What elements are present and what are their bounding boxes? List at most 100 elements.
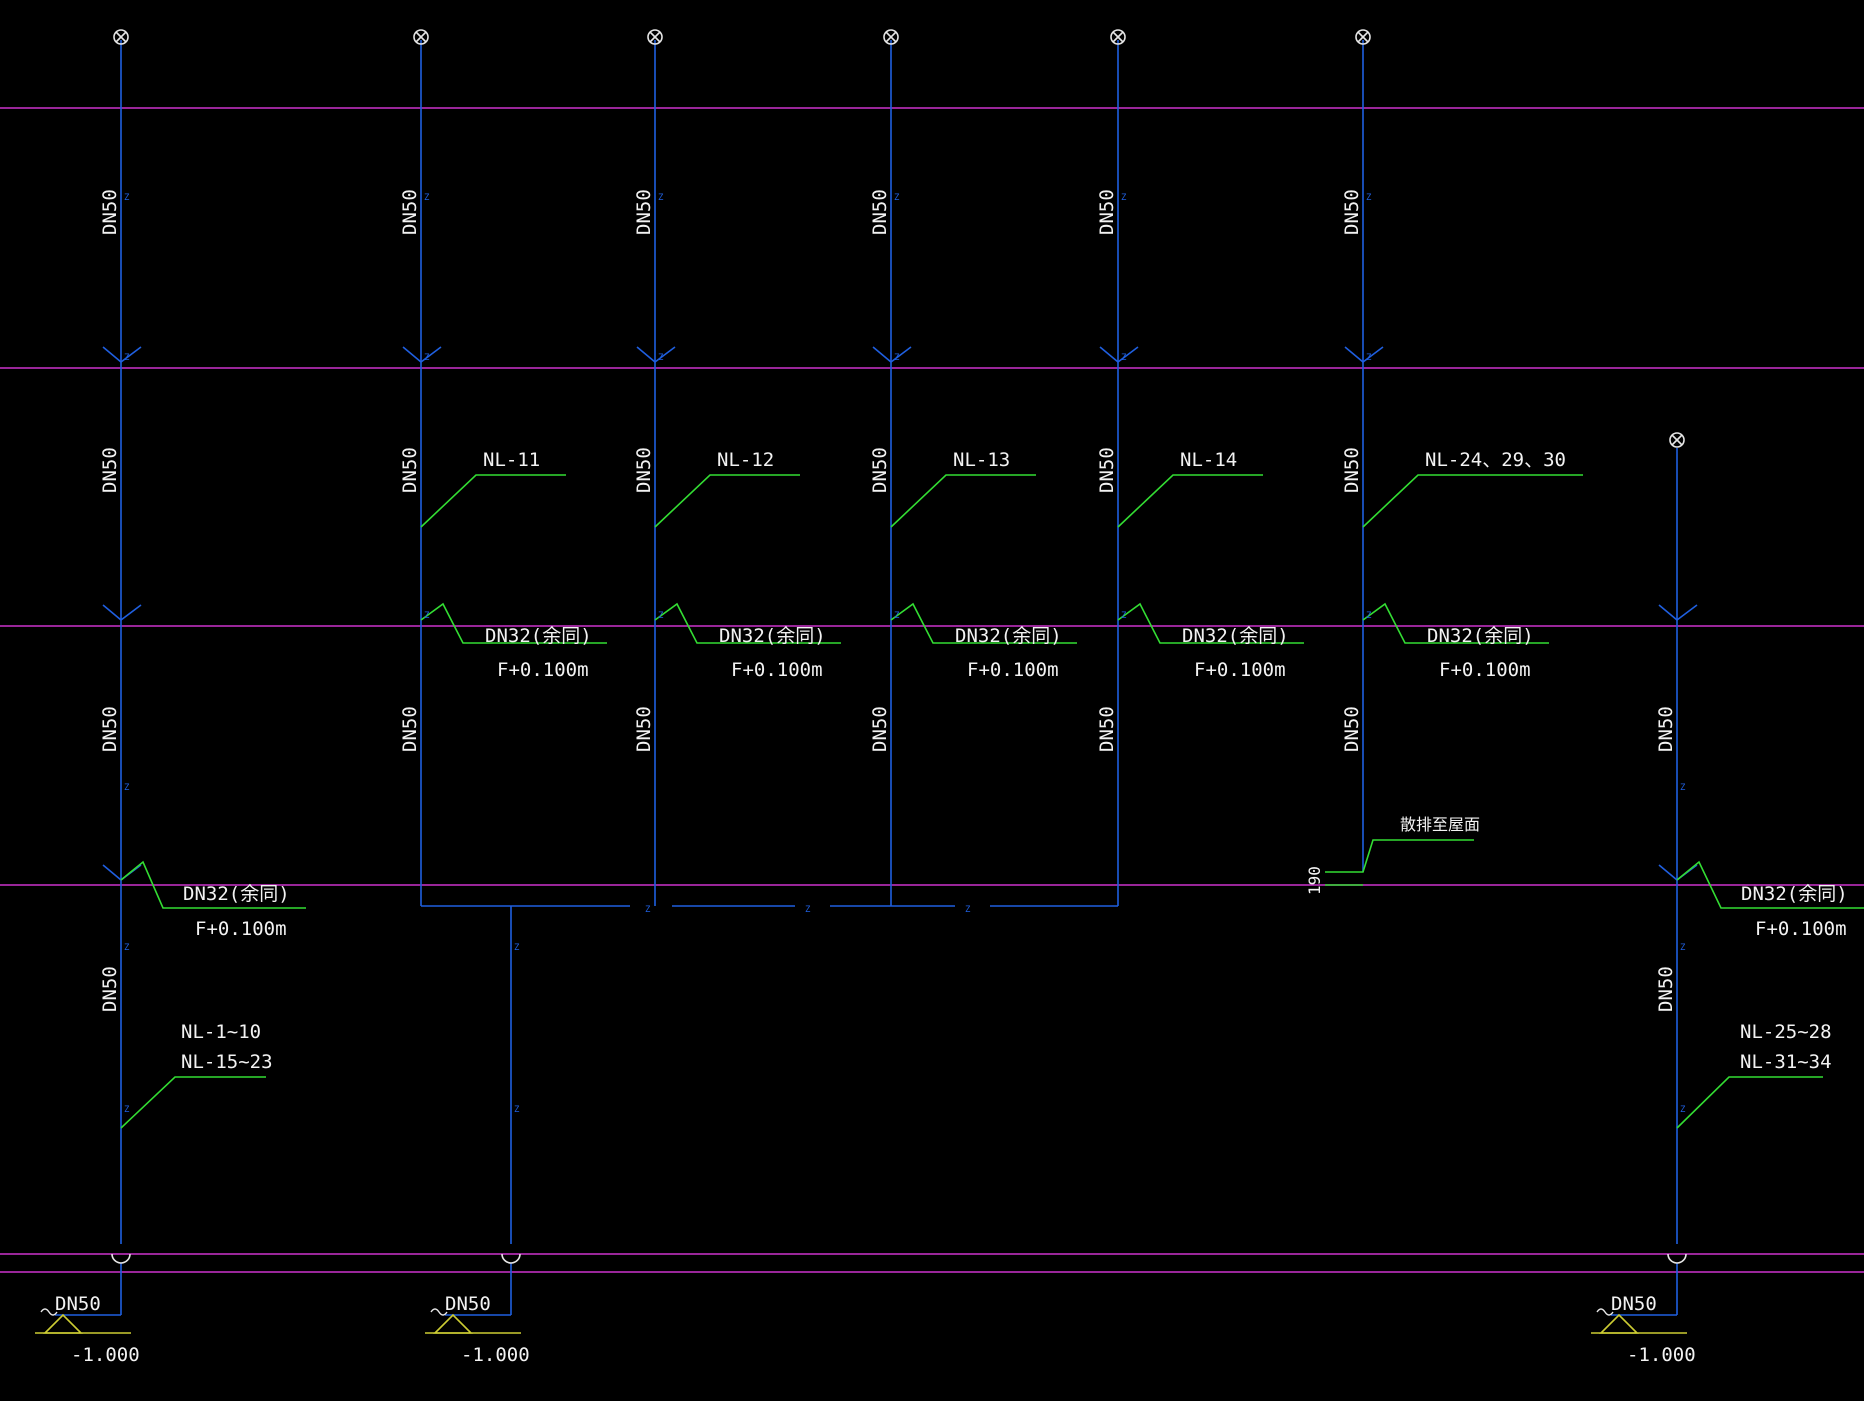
outlet-dn50-label: DN50 bbox=[445, 1293, 491, 1315]
floor-height-label: F+0.100m bbox=[1194, 659, 1286, 681]
flow-flag-mark: Z bbox=[645, 905, 651, 915]
floor-height-label: F+0.100m bbox=[497, 659, 589, 681]
flow-flag-mark: Z bbox=[894, 353, 900, 363]
floor-drain-icon bbox=[120, 604, 142, 621]
branch-leader bbox=[1676, 860, 1864, 909]
floor-lines bbox=[0, 107, 1864, 1273]
roof-discharge-label: 散排至屋面 bbox=[1400, 815, 1480, 834]
floor-drain-icon bbox=[1117, 346, 1139, 363]
floor-drain-icon bbox=[102, 864, 122, 881]
flow-flag-mark: Z bbox=[1121, 353, 1127, 363]
elevation-label: -1.000 bbox=[1627, 1344, 1696, 1366]
outlet-dn50-label: DN50 bbox=[55, 1293, 101, 1315]
floor-drain-icon bbox=[1676, 604, 1698, 621]
vent-cap-cross bbox=[649, 31, 661, 43]
flow-flag-mark: Z bbox=[124, 783, 130, 793]
flow-flag-mark: Z bbox=[658, 193, 664, 203]
floor-height-label: F+0.100m bbox=[1755, 918, 1847, 940]
pipe-size-label: DN50 bbox=[633, 189, 655, 235]
symbols bbox=[35, 29, 1687, 1334]
flow-flag-mark: Z bbox=[658, 611, 664, 621]
flow-flag-mark: Z bbox=[1680, 1105, 1686, 1115]
flow-flag-mark: Z bbox=[805, 905, 811, 915]
vent-cap-cross bbox=[1112, 31, 1124, 43]
floor-drain-icon bbox=[654, 346, 676, 363]
vent-cap-icon bbox=[413, 29, 429, 45]
pipe-size-label: DN50 bbox=[633, 447, 655, 493]
elevation-triangle-icon bbox=[1599, 1313, 1639, 1334]
pipe-size-label: DN50 bbox=[1655, 966, 1677, 1012]
pipe-size-label: DN50 bbox=[869, 706, 891, 752]
pipe-size-label: DN50 bbox=[1096, 706, 1118, 752]
tag-leader bbox=[1676, 1076, 1823, 1129]
flow-flag-mark: Z bbox=[1366, 353, 1372, 363]
flow-flag-mark: Z bbox=[124, 353, 130, 363]
tag-leader bbox=[120, 1076, 266, 1129]
elevation-label: -1.000 bbox=[461, 1344, 530, 1366]
floor-drain-icon bbox=[1099, 346, 1119, 363]
flow-flag-mark: Z bbox=[124, 1105, 130, 1115]
pipe-size-label: DN50 bbox=[1341, 447, 1363, 493]
riser-group-tag: NL-1~10 bbox=[181, 1021, 261, 1043]
vent-cap-cross bbox=[415, 31, 427, 43]
pipe-break-icon bbox=[40, 1308, 58, 1316]
flow-flag-mark: Z bbox=[1680, 783, 1686, 793]
vent-cap-cross bbox=[1357, 31, 1369, 43]
tag-leader bbox=[890, 474, 1036, 528]
floor-drain-icon bbox=[1658, 864, 1678, 881]
vent-cap-icon bbox=[1355, 29, 1371, 45]
flow-flag-mark: Z bbox=[514, 1105, 520, 1115]
pipe-size-label: DN50 bbox=[399, 706, 421, 752]
elevation-triangle-icon bbox=[43, 1313, 83, 1334]
branch-size-label: DN32(余同) bbox=[485, 625, 592, 647]
floor-drain-icon bbox=[890, 346, 912, 363]
pipe-size-label: DN50 bbox=[99, 447, 121, 493]
floor-height-label: F+0.100m bbox=[195, 918, 287, 940]
elevation-triangle-icon bbox=[433, 1313, 473, 1334]
floor-drain-icon bbox=[1658, 604, 1678, 621]
vent-cap-icon bbox=[883, 29, 899, 45]
tag-leader bbox=[654, 474, 800, 528]
flow-flag-mark: Z bbox=[124, 943, 130, 953]
flow-flag-mark: Z bbox=[424, 193, 430, 203]
floor-drain-icon bbox=[120, 346, 142, 363]
riser-tag-label: NL-11 bbox=[483, 449, 540, 471]
pipe-break-icon bbox=[430, 1308, 448, 1316]
flow-flag-mark: Z bbox=[514, 943, 520, 953]
pipe-size-label: DN50 bbox=[869, 189, 891, 235]
flow-flag-mark: Z bbox=[424, 611, 430, 621]
flow-flag-mark: Z bbox=[1366, 193, 1372, 203]
branch-size-label: DN32(余同) bbox=[1741, 883, 1848, 905]
pipe-size-label: DN50 bbox=[1096, 447, 1118, 493]
flow-flag-mark: Z bbox=[1680, 943, 1686, 953]
vent-cap-icon bbox=[1669, 432, 1685, 448]
pipe-size-label: DN50 bbox=[399, 189, 421, 235]
floor-drain-icon bbox=[872, 346, 892, 363]
flow-flag-mark: Z bbox=[424, 353, 430, 363]
vent-cap-cross bbox=[885, 31, 897, 43]
vent-cap-cross bbox=[1671, 434, 1683, 446]
vertical-note-label: 190 bbox=[1305, 866, 1324, 895]
vent-cap-cross bbox=[115, 31, 127, 43]
pipe-size-label: DN50 bbox=[99, 189, 121, 235]
pipes bbox=[55, 40, 1698, 1316]
branch-size-label: DN32(余同) bbox=[1427, 625, 1534, 647]
floor-height-label: F+0.100m bbox=[967, 659, 1059, 681]
pipe-size-label: DN50 bbox=[99, 706, 121, 752]
floor-drain-icon bbox=[102, 604, 122, 621]
floor-drain-icon bbox=[420, 346, 442, 363]
flow-flag-mark: Z bbox=[124, 193, 130, 203]
branch-leader bbox=[420, 602, 607, 644]
floor-height-label: F+0.100m bbox=[731, 659, 823, 681]
pipe-size-label: DN50 bbox=[399, 447, 421, 493]
pipe-break-icon bbox=[1596, 1308, 1614, 1316]
riser-tag-label: NL-24、29、30 bbox=[1425, 449, 1566, 471]
riser-group-tag: NL-25~28 bbox=[1740, 1021, 1832, 1043]
floor-drain-icon bbox=[102, 346, 122, 363]
floor-drain-icon bbox=[402, 346, 422, 363]
branch-size-label: DN32(余同) bbox=[1182, 625, 1289, 647]
roof-discharge-leader bbox=[1325, 839, 1474, 873]
pipe-size-label: DN50 bbox=[1341, 189, 1363, 235]
